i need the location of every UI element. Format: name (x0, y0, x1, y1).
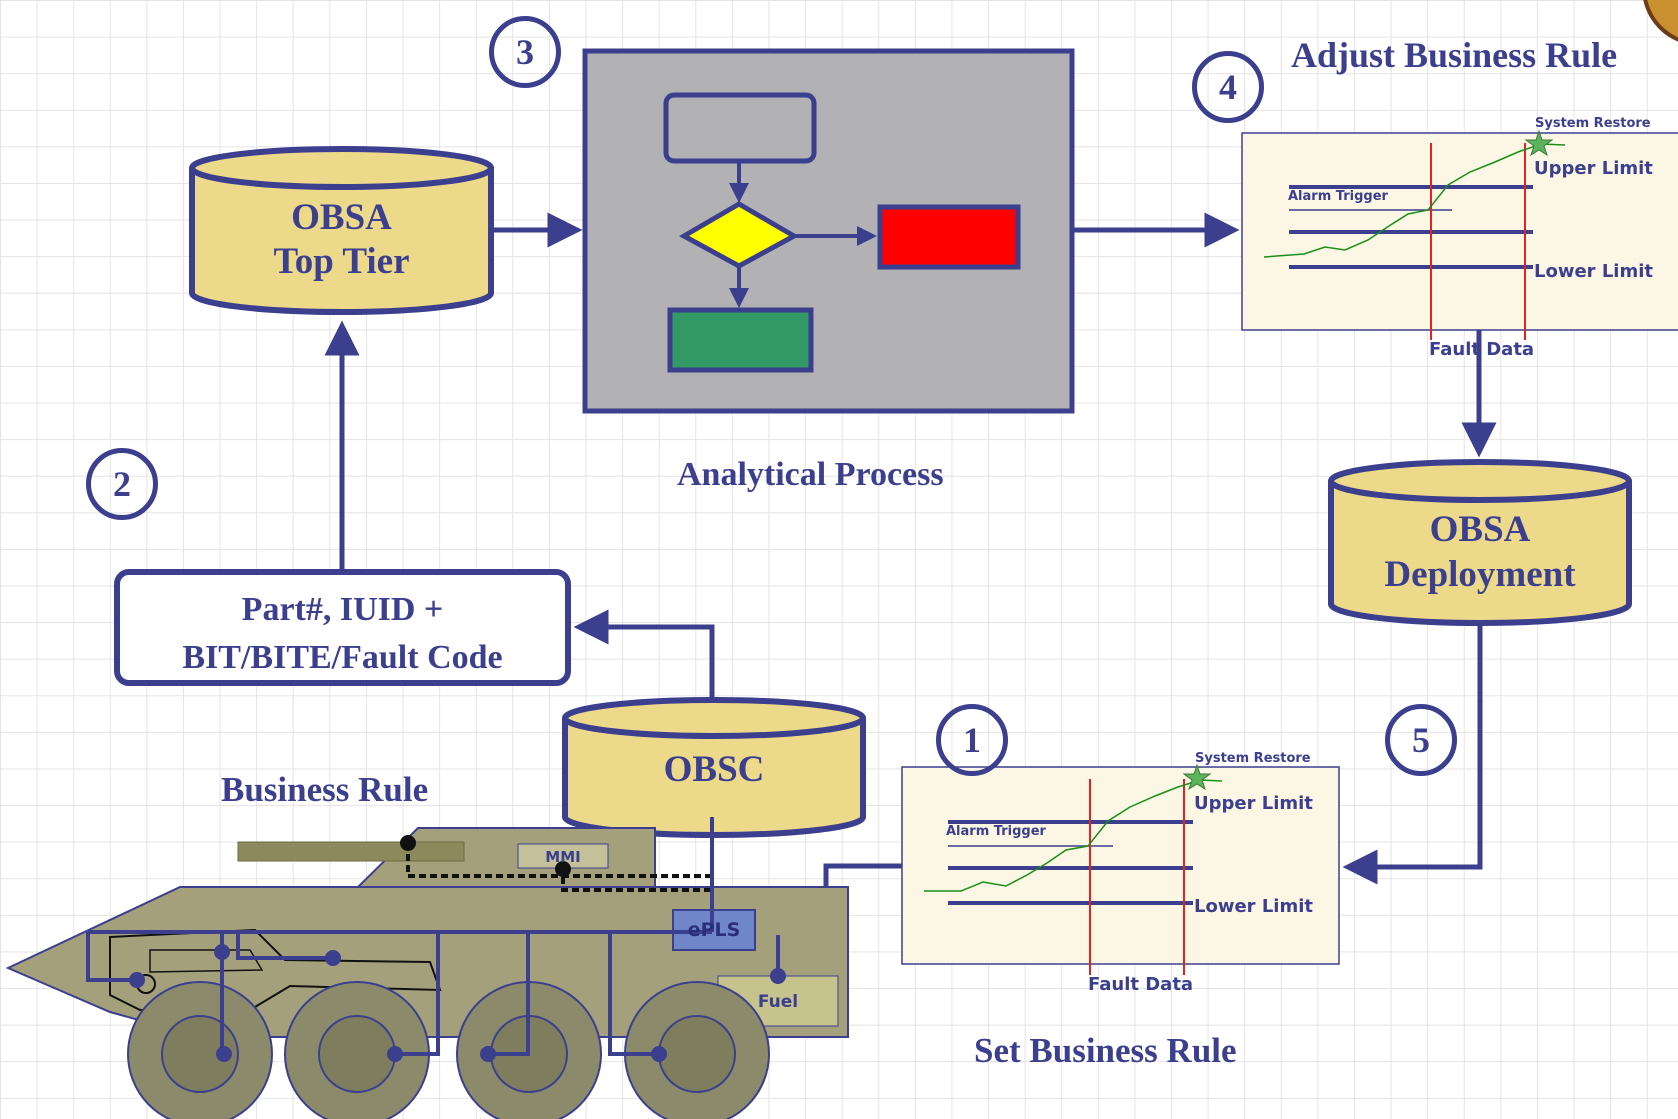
step-5-badge: 5 (1385, 704, 1457, 776)
set-fault-data-label: Fault Data (1088, 974, 1194, 995)
set-rule-chart (901, 763, 1340, 975)
adjust-fault-data-label: Fault Data (1429, 339, 1535, 360)
adjust-system-restore-label: System Restore (1535, 116, 1651, 131)
deployment-label: OBSA Deployment (1331, 507, 1629, 597)
step-3-badge: 3 (489, 16, 561, 88)
part-info-text: Part#, IUID + BIT/BITE/Fault Code (117, 586, 568, 682)
fuel-label: Fuel (757, 992, 799, 1012)
part-info-line2: BIT/BITE/Fault Code (182, 639, 503, 676)
green-outcome-box (667, 307, 814, 373)
step-2-badge: 2 (86, 448, 158, 520)
business-rule-title: Business Rule (221, 770, 429, 809)
set-upper-limit-label: Upper Limit (1194, 793, 1313, 814)
set-lower-limit-label: Lower Limit (1194, 896, 1313, 917)
epls-label: ePLS (687, 919, 741, 941)
obsc-cylinder (562, 697, 866, 838)
adjust-business-rule-title: Adjust Business Rule (1291, 35, 1618, 75)
star-icon (1182, 763, 1212, 791)
red-outcome-box (877, 204, 1021, 270)
top-tier-label: OBSA Top Tier (192, 196, 491, 284)
obsa-top-tier-cylinder (189, 146, 494, 315)
set-system-restore-label: System Restore (1195, 751, 1311, 766)
top-tier-line1: OBSA (291, 197, 392, 238)
step-1-badge: 1 (936, 704, 1008, 776)
adjust-lower-limit-label: Lower Limit (1534, 261, 1653, 282)
deployment-line2: Deployment (1384, 554, 1576, 595)
logo-fragment (1643, 0, 1678, 42)
analytical-process-title: Analytical Process (677, 456, 944, 493)
armored-vehicle (5, 817, 849, 1119)
adjust-alarm-trigger-label: Alarm Trigger (1288, 189, 1388, 204)
mmi-label: MMI (545, 848, 581, 866)
wheels (127, 981, 770, 1119)
star-icon (1524, 129, 1554, 157)
obsc-label: OBSC (663, 749, 765, 790)
deployment-line1: OBSA (1429, 509, 1531, 550)
obsa-deployment-cylinder (1328, 459, 1632, 626)
step-4-badge: 4 (1192, 51, 1264, 123)
adjust-upper-limit-label: Upper Limit (1534, 158, 1653, 179)
process-start-box (663, 92, 817, 164)
set-business-rule-title: Set Business Rule (974, 1031, 1237, 1070)
analytical-process-box (582, 48, 1075, 414)
adjust-rule-chart (1241, 129, 1678, 340)
top-tier-line2: Top Tier (273, 241, 410, 282)
gun-barrel (237, 841, 465, 862)
part-info-line1: Part#, IUID + (241, 591, 444, 628)
set-alarm-trigger-label: Alarm Trigger (946, 824, 1046, 839)
